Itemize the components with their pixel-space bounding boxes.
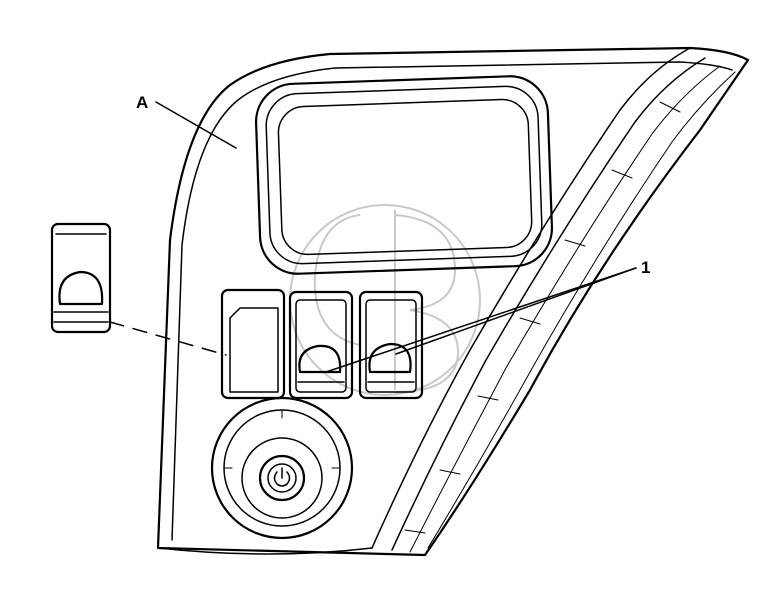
svg-text:A: A xyxy=(136,93,148,112)
spare-rocker-switch xyxy=(50,222,112,334)
callout-1: 1 xyxy=(325,258,650,373)
power-key-icon xyxy=(273,467,291,487)
callout-a: A xyxy=(136,93,237,149)
key-switch xyxy=(210,396,354,540)
assembly-dash-line xyxy=(109,321,227,356)
panel-a xyxy=(156,46,750,557)
svg-text:1: 1 xyxy=(641,258,650,277)
